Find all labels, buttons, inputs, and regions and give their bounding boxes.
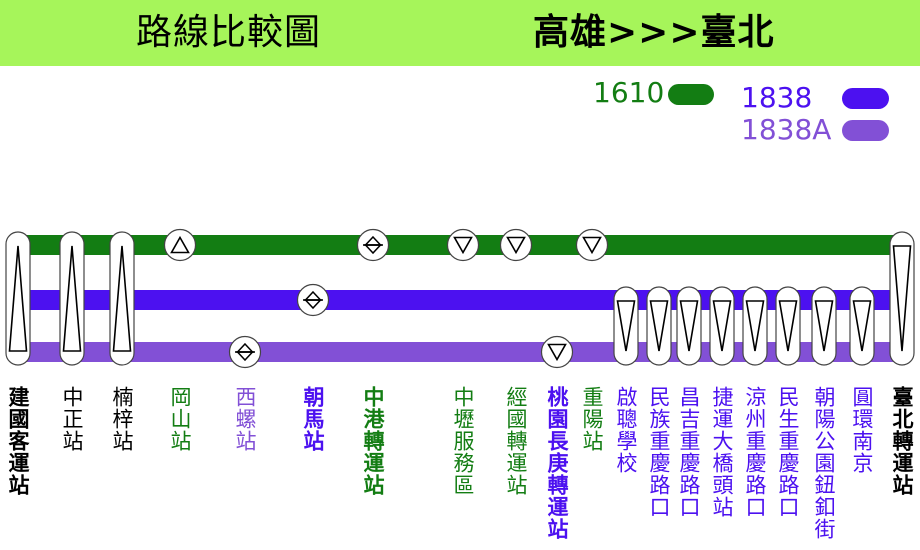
- legend-swatch-1838: [842, 88, 889, 109]
- stop-arrow-3: [112, 245, 132, 352]
- stop-marker-11: [575, 228, 609, 262]
- stop-marker-20: [889, 231, 915, 366]
- stop-arrow-16: [745, 300, 765, 352]
- stop-marker-12: [613, 286, 639, 366]
- route-line-1838: [18, 290, 902, 310]
- stop-marker-10: [540, 335, 574, 369]
- station-label-18: 朝陽公園鈕釦街: [812, 386, 836, 540]
- stop-arrow-17: [778, 300, 798, 352]
- stop-marker-9: [499, 228, 533, 262]
- stop-arrow-10: [547, 343, 567, 362]
- stop-marker-19: [849, 286, 875, 366]
- station-label-19: 圓環南京: [850, 386, 874, 474]
- stop-marker-17: [775, 286, 801, 366]
- stop-marker-3: [109, 231, 135, 366]
- station-label-5: 西螺站: [233, 386, 257, 452]
- stop-arrow-14: [679, 300, 699, 352]
- station-label-13: 民族重慶路口: [647, 386, 671, 518]
- stop-arrow-11: [582, 236, 602, 255]
- station-label-16: 涼州重慶路口: [743, 386, 767, 518]
- station-label-9: 經國轉運站: [504, 386, 528, 496]
- legend-label-1610: 1610: [593, 76, 665, 109]
- station-label-17: 民生重慶路口: [776, 386, 800, 518]
- station-label-1: 建國客運站: [6, 386, 30, 496]
- station-label-14: 昌吉重慶路口: [677, 386, 701, 518]
- stop-marker-15: [709, 286, 735, 366]
- stop-arrow-2: [62, 245, 82, 352]
- station-label-10: 桃園長庚轉運站: [545, 386, 569, 540]
- route-line-1838a: [18, 342, 902, 362]
- stop-marker-13: [646, 286, 672, 366]
- stop-marker-14: [676, 286, 702, 366]
- station-label-6: 朝馬站: [301, 386, 325, 452]
- stop-arrow-13: [649, 300, 669, 352]
- station-label-3: 楠梓站: [110, 386, 134, 452]
- stop-marker-4: [163, 228, 197, 262]
- stop-arrow-12: [616, 300, 636, 352]
- stop-arrow-19: [852, 300, 872, 352]
- stop-arrow-18: [814, 300, 834, 352]
- legend-label-1838a: 1838A: [741, 113, 832, 146]
- station-label-20: 臺北轉運站: [890, 386, 914, 496]
- stop-marker-8: [446, 228, 480, 262]
- stop-arrow-9: [506, 236, 526, 255]
- station-label-15: 捷運大橋頭站: [710, 386, 734, 518]
- station-label-12: 啟聰學校: [614, 386, 638, 474]
- legend-label-1838: 1838: [741, 81, 813, 114]
- stop-arrow-15: [712, 300, 732, 352]
- header-bar: 路線比較圖 高雄>>>臺北: [0, 0, 920, 66]
- stop-arrow-20: [892, 245, 912, 352]
- stop-marker-16: [742, 286, 768, 366]
- station-label-8: 中壢服務區: [451, 386, 475, 496]
- stop-marker-2: [59, 231, 85, 366]
- stop-marker-18: [811, 286, 837, 366]
- stop-arrow-4: [170, 235, 190, 254]
- station-label-11: 重陽站: [580, 386, 604, 452]
- station-label-2: 中正站: [60, 386, 84, 452]
- station-label-4: 岡山站: [168, 386, 192, 452]
- stop-arrow-1: [8, 245, 28, 352]
- legend-swatch-1838a: [842, 120, 889, 141]
- stop-arrow-8: [453, 236, 473, 255]
- legend-swatch-1610: [668, 84, 714, 105]
- page-title: 路線比較圖: [136, 12, 322, 53]
- station-label-7: 中港轉運站: [361, 386, 385, 496]
- stop-marker-1: [5, 231, 31, 366]
- direction-title: 高雄>>>臺北: [533, 12, 775, 53]
